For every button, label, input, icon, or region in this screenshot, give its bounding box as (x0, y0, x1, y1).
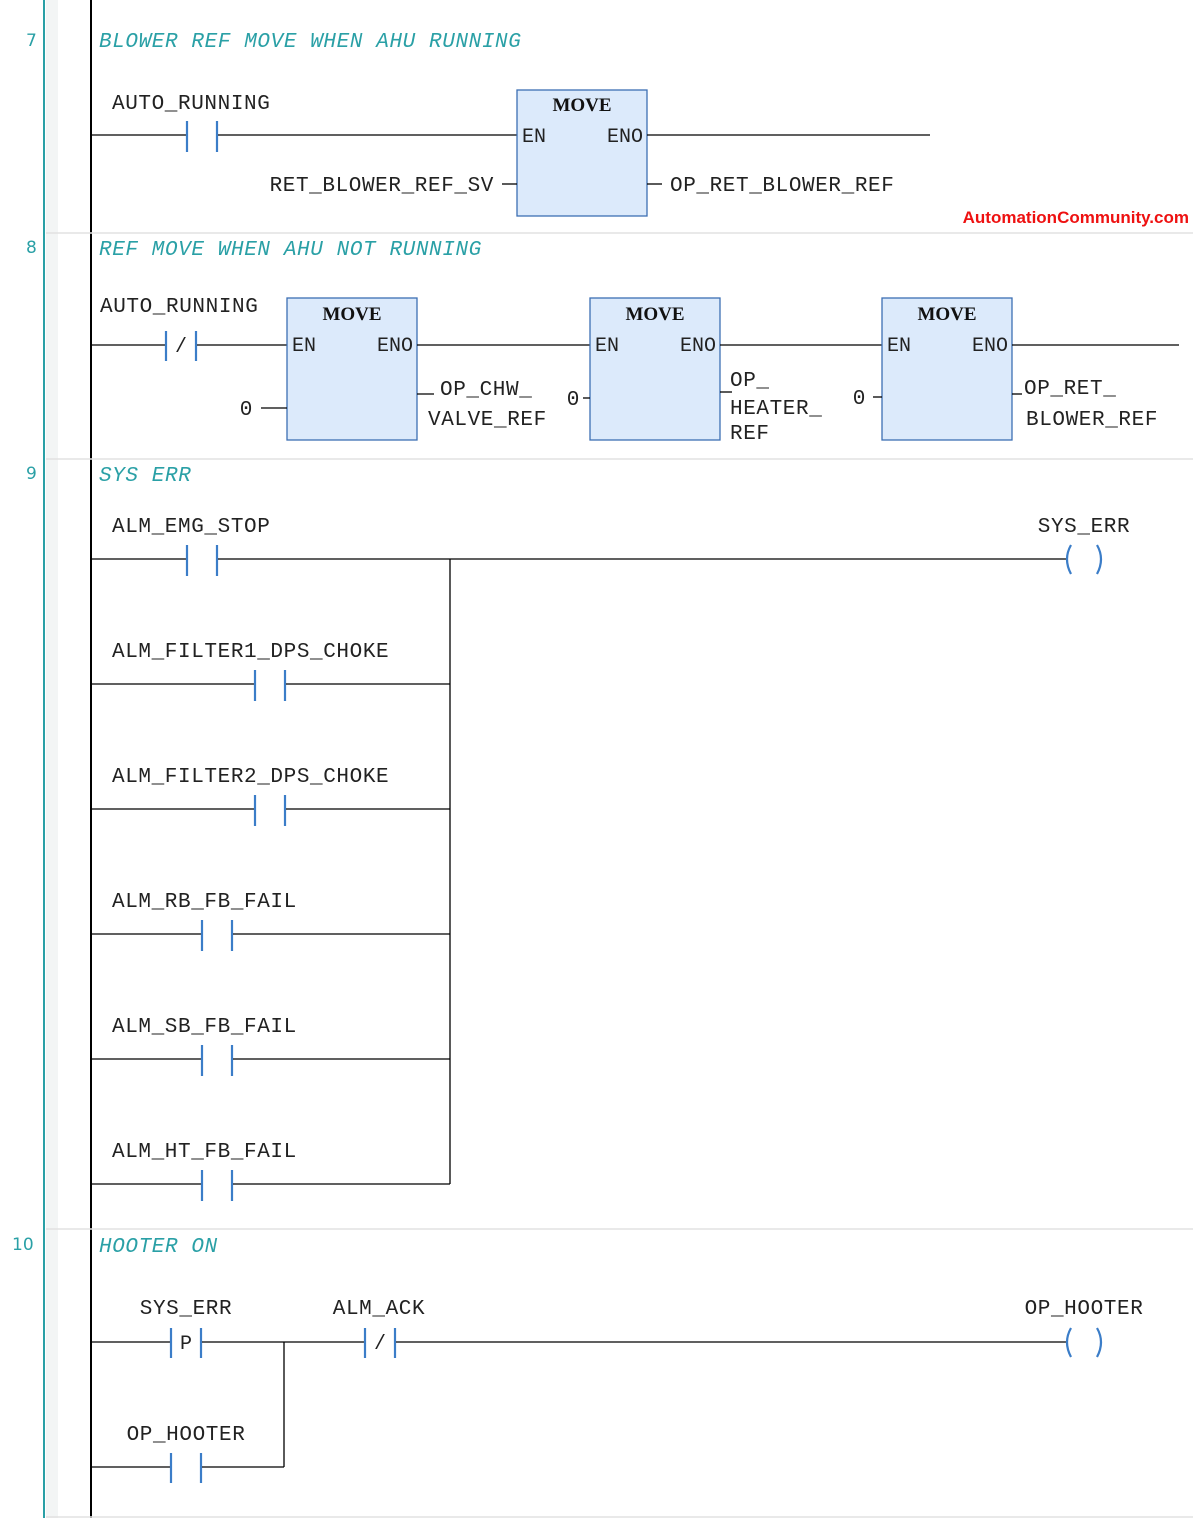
block-output-label: HEATER_ (730, 398, 822, 421)
coil-tag-label: SYS_ERR (1038, 516, 1130, 539)
normally-closed-contact-icon[interactable]: / (164, 331, 198, 361)
rung-number: 7 (26, 31, 37, 51)
block-title: MOVE (322, 304, 381, 325)
normally-open-contact-icon[interactable] (185, 121, 219, 152)
normally-open-contact-icon[interactable] (200, 1170, 234, 1201)
block-output-label: VALVE_REF (428, 409, 547, 432)
block-pin-eno: ENO (680, 335, 716, 358)
contact-tag-label: ALM_SB_FB_FAIL (112, 1016, 297, 1039)
block-input-label: RET_BLOWER_REF_SV (270, 175, 494, 198)
block-input-label: 0 (567, 389, 580, 412)
rung-comment: HOOTER ON (99, 1236, 218, 1259)
normally-open-contact-icon[interactable] (200, 920, 234, 951)
block-output-label: OP_RET_ (1024, 378, 1116, 401)
block-title: MOVE (552, 95, 611, 116)
contact-tag-label: ALM_EMG_STOP (112, 516, 270, 539)
contact-tag-label: ALM_HT_FB_FAIL (112, 1141, 297, 1164)
contact-tag-label: SYS_ERR (140, 1298, 232, 1321)
contact-tag-label: ALM_RB_FB_FAIL (112, 891, 297, 914)
normally-open-contact-icon[interactable] (185, 545, 219, 576)
rung-9[interactable]: 9 SYS ERR ALM_EMG_STOP ALM_FILTER1_DPS_C… (26, 464, 1130, 1201)
gutter-shade (46, 0, 58, 1518)
rung-7[interactable]: 7 BLOWER REF MOVE WHEN AHU RUNNING AUTO_… (26, 31, 930, 217)
rung-10[interactable]: 10 HOOTER ON SYS_ERR P ALM_ACK / OP_HOOT… (12, 1235, 1143, 1483)
block-output-label: REF (730, 423, 770, 446)
block-pin-eno: ENO (377, 335, 413, 358)
block-title: MOVE (917, 304, 976, 325)
rung-number: 10 (12, 1235, 34, 1255)
contact-symbol: / (175, 336, 187, 359)
block-output-label: OP_ (730, 370, 770, 393)
rung-8[interactable]: 8 REF MOVE WHEN AHU NOT RUNNING AUTO_RUN… (26, 238, 1179, 446)
contact-tag-label: ALM_FILTER2_DPS_CHOKE (112, 766, 389, 789)
block-pin-eno: ENO (607, 126, 643, 149)
contact-symbol: P (180, 1333, 192, 1356)
rung-comment: BLOWER REF MOVE WHEN AHU RUNNING (99, 31, 521, 54)
normally-open-contact-icon[interactable] (253, 670, 287, 701)
contact-symbol: / (374, 1333, 386, 1356)
move-block[interactable]: MOVE EN ENO (589, 297, 721, 441)
normally-closed-contact-icon[interactable]: / (363, 1328, 397, 1358)
output-coil-icon[interactable] (1065, 544, 1103, 575)
contact-tag-label: ALM_FILTER1_DPS_CHOKE (112, 641, 389, 664)
block-pin-en: EN (887, 335, 911, 358)
rung-comment: SYS ERR (99, 465, 191, 488)
block-output-label: BLOWER_REF (1026, 409, 1158, 432)
block-input-label: 0 (853, 388, 866, 411)
rung-comment: REF MOVE WHEN AHU NOT RUNNING (99, 239, 482, 262)
block-pin-en: EN (595, 335, 619, 358)
watermark-text: AutomationCommunity.com (963, 208, 1189, 227)
contact-tag-label: ALM_ACK (333, 1298, 425, 1321)
output-coil-icon[interactable] (1065, 1327, 1103, 1358)
move-block[interactable]: MOVE EN ENO (881, 297, 1013, 441)
block-pin-en: EN (522, 126, 546, 149)
normally-open-contact-icon[interactable] (200, 1045, 234, 1076)
normally-open-contact-icon[interactable] (253, 795, 287, 826)
block-output-label: OP_RET_BLOWER_REF (670, 175, 894, 198)
block-pin-eno: ENO (972, 335, 1008, 358)
coil-tag-label: OP_HOOTER (1025, 1298, 1144, 1321)
block-output-label: OP_CHW_ (440, 379, 532, 402)
rung-number: 9 (26, 464, 37, 484)
contact-tag-label: AUTO_RUNNING (100, 296, 258, 319)
rung-number: 8 (26, 238, 37, 258)
normally-open-contact-icon[interactable] (169, 1453, 203, 1483)
move-block[interactable]: MOVE EN ENO (286, 297, 418, 441)
move-block[interactable]: MOVE EN ENO (516, 89, 648, 217)
block-title: MOVE (625, 304, 684, 325)
contact-tag-label: AUTO_RUNNING (112, 93, 270, 116)
block-pin-en: EN (292, 335, 316, 358)
positive-edge-contact-icon[interactable]: P (169, 1328, 203, 1358)
block-input-label: 0 (240, 399, 253, 422)
contact-tag-label: OP_HOOTER (127, 1424, 246, 1447)
